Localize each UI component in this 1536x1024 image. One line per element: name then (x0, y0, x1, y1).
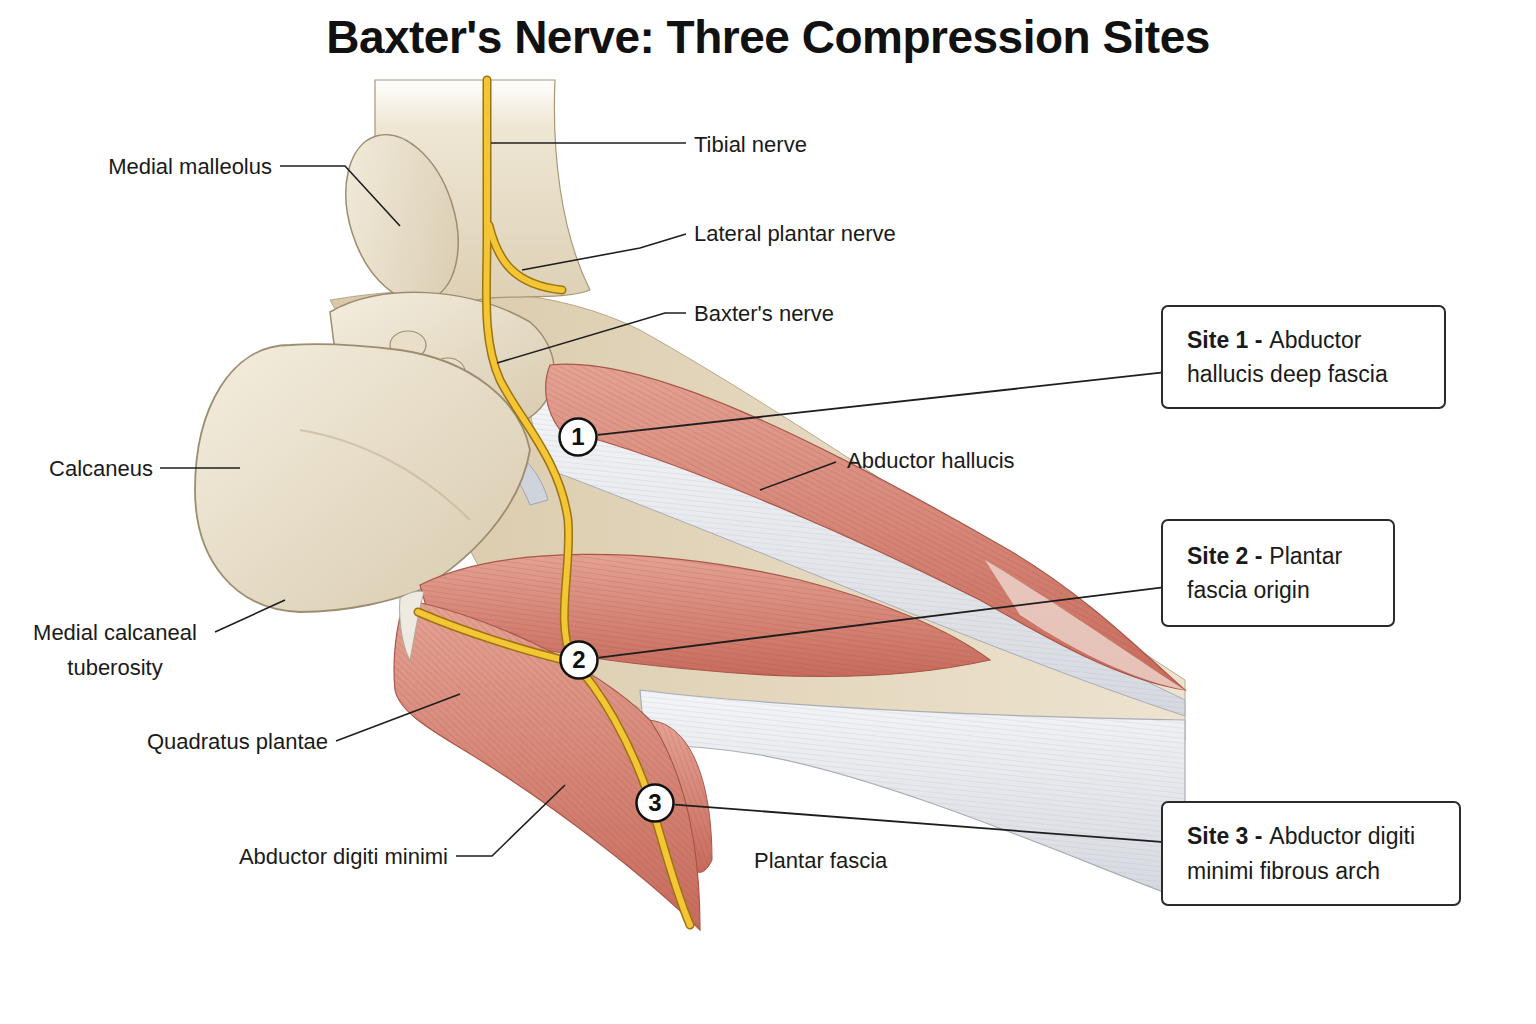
node-text-holder: 2 (559, 640, 599, 680)
node-text-holder: Site 2 -Plantar fascia origin (1187, 539, 1379, 608)
medial-malleolus (326, 120, 478, 316)
callout-circle-shape (561, 642, 598, 679)
leader-line (497, 313, 686, 363)
callout-number: 2 (572, 646, 585, 674)
site-heading: Site 3 - (1187, 823, 1262, 849)
callout-number: 3 (648, 789, 661, 817)
callout-circle: 1 (558, 417, 598, 457)
callout-circle-shape (560, 419, 597, 456)
leader-line (336, 694, 460, 741)
part-label: Medial calcaneal tuberosity (10, 615, 220, 685)
part-label: Baxter's nerve (694, 296, 834, 331)
muscle-striations (394, 600, 700, 930)
part-label: Tibial nerve (694, 127, 807, 162)
quadratus-plantae-muscle (394, 600, 700, 930)
part-label: Calcaneus (49, 451, 153, 486)
leader-line (675, 805, 1161, 842)
tendon (985, 560, 1185, 690)
tibial-nerve (486, 80, 690, 925)
callout-circle: 2 (559, 640, 599, 680)
baxters-nerve-branch (418, 612, 572, 662)
lateral-plantar-nerve (489, 225, 562, 290)
part-label: Quadratus plantae (147, 724, 328, 759)
nerve-outline (486, 80, 690, 925)
part-label: Plantar fascia (754, 843, 887, 878)
leader-line (456, 785, 565, 856)
part-label: Lateral plantar nerve (694, 216, 896, 251)
part-label: Abductor digiti minimi (239, 839, 448, 874)
leader-line (491, 142, 686, 144)
node-text-holder: Site 1 -Abductor hallucis deep fascia (1187, 323, 1430, 392)
site-box: Site 2 -Plantar fascia origin (1161, 519, 1395, 627)
nerve-outline (418, 612, 572, 662)
part-label: Medial malleolus (108, 149, 272, 184)
nerve (418, 80, 690, 925)
fascia-fibres (640, 690, 1185, 900)
leader-line (160, 467, 240, 469)
node-text-holder: Site 3 -Abductor digiti minimi fibrous a… (1187, 819, 1445, 888)
node-text-holder: 1 (558, 417, 598, 457)
nerve-outline (489, 225, 562, 290)
leader-line (522, 234, 686, 270)
callout-circle: 3 (635, 783, 675, 823)
leader-line (598, 373, 1161, 435)
nerve-outline (418, 80, 690, 925)
diagram-title: Baxter's Nerve: Three Compression Sites (0, 10, 1536, 64)
site-box: Site 1 -Abductor hallucis deep fascia (1161, 305, 1446, 409)
plantar-fascia (640, 690, 1185, 900)
node-text-holder: 3 (635, 783, 675, 823)
callout-circle-shape (637, 785, 674, 822)
part-label: Abductor hallucis (847, 443, 1015, 478)
fibrous-origin (400, 591, 424, 660)
leader-line (215, 600, 285, 632)
site-heading: Site 2 - (1187, 543, 1262, 569)
site-heading: Site 1 - (1187, 327, 1262, 353)
leader-line (760, 462, 836, 490)
leader-line (280, 166, 400, 226)
bone-shading (300, 430, 470, 520)
callout-number: 1 (571, 423, 584, 451)
leader-line (599, 588, 1161, 658)
site-box: Site 3 -Abductor digiti minimi fibrous a… (1161, 801, 1461, 906)
